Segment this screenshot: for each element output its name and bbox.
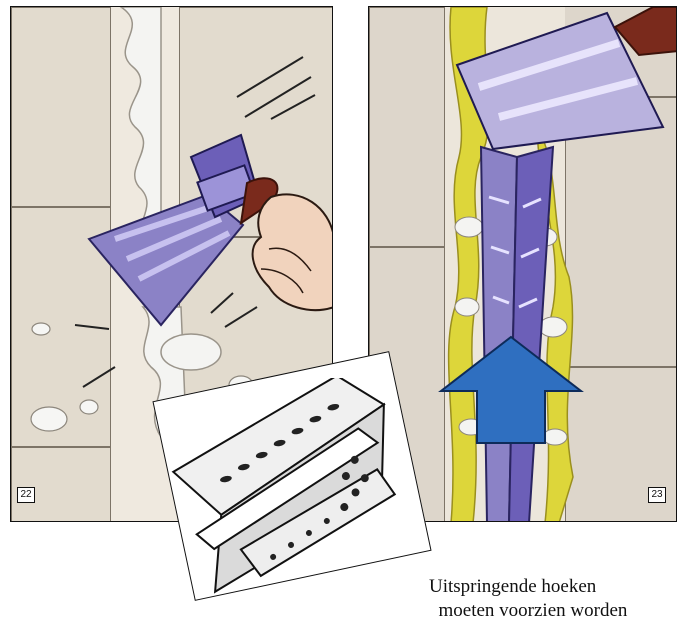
illustration-figure-23 — [368, 6, 677, 522]
figure-number-23: 23 — [648, 487, 666, 503]
corner-bead-profile-drawing — [170, 378, 410, 606]
caption: Uitspringende hoeken moeten voorzien wor… — [429, 575, 627, 623]
profile-fitting-illustration — [369, 7, 677, 522]
figure-number-22: 22 — [17, 487, 35, 503]
caption-line-1: Uitspringende hoeken — [429, 576, 596, 597]
caption-line-2: moeten voorzien worden — [429, 600, 627, 621]
